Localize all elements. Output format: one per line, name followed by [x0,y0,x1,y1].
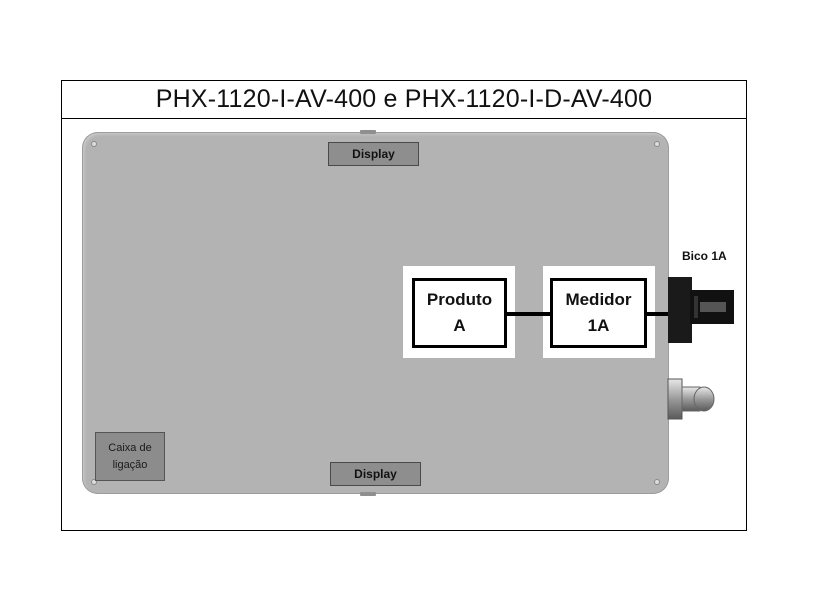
display-bottom: Display [330,462,421,486]
junction-box-line2: ligação [112,458,148,471]
panel-screw [92,480,96,484]
junction-box-line1: Caixa de [108,441,152,454]
bico-label: Bico 1A [682,249,727,263]
nozzle-icon [668,277,734,343]
panel-notch [360,130,376,134]
produto-line2: A [453,316,466,335]
medidor-block: Medidor 1A [550,278,647,348]
medidor-line2: 1A [587,316,610,335]
medidor-line1: Medidor [565,290,632,309]
produto-block: Produto A [412,278,507,348]
produto-line1: Produto [426,290,493,309]
panel-screw [655,480,659,484]
diagram-title: PHX-1120-I-AV-400 e PHX-1120-I-D-AV-400 [62,81,746,119]
display-top: Display [328,142,419,166]
panel-notch [360,492,376,496]
junction-box: Caixa de ligação [95,432,165,481]
panel-screw [92,142,96,146]
connector-produto-medidor [507,312,550,316]
connector-medidor-bico [647,312,669,316]
hose-connector-icon [667,378,715,420]
panel-screw [655,142,659,146]
